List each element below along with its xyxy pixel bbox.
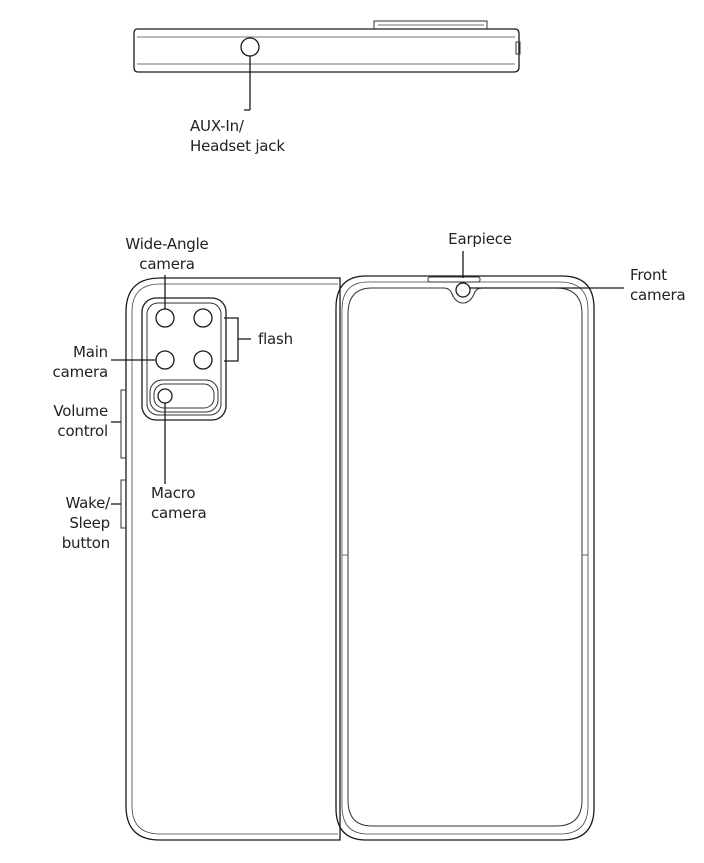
flash-icon <box>193 350 213 370</box>
front-camera-icon <box>455 282 471 298</box>
camera-module <box>141 297 227 421</box>
phone-back <box>120 277 341 841</box>
flash-label: flash <box>258 330 293 348</box>
wake-sleep-button-label: Wake/ Sleep button <box>61 494 110 552</box>
leader-lines <box>111 251 624 505</box>
phone-front <box>335 275 595 841</box>
phone-top-view <box>133 20 521 111</box>
earpiece-slot <box>427 276 481 283</box>
flash-icon <box>193 308 213 328</box>
macro-camera-icon <box>157 388 173 404</box>
wide-angle-camera-icon <box>155 308 175 328</box>
headset-jack-icon <box>240 37 260 57</box>
wide-angle-camera-label: Wide-Angle camera <box>125 235 209 273</box>
front-camera-label: Front camera <box>630 266 686 304</box>
macro-camera-label: Macro camera <box>151 484 207 522</box>
main-camera-icon <box>155 350 175 370</box>
volume-control-label: Volume control <box>53 402 108 440</box>
aux-jack-label: AUX-In/ Headset jack <box>190 117 285 155</box>
main-camera-label: Main camera <box>52 343 109 381</box>
earpiece-label: Earpiece <box>448 230 512 248</box>
